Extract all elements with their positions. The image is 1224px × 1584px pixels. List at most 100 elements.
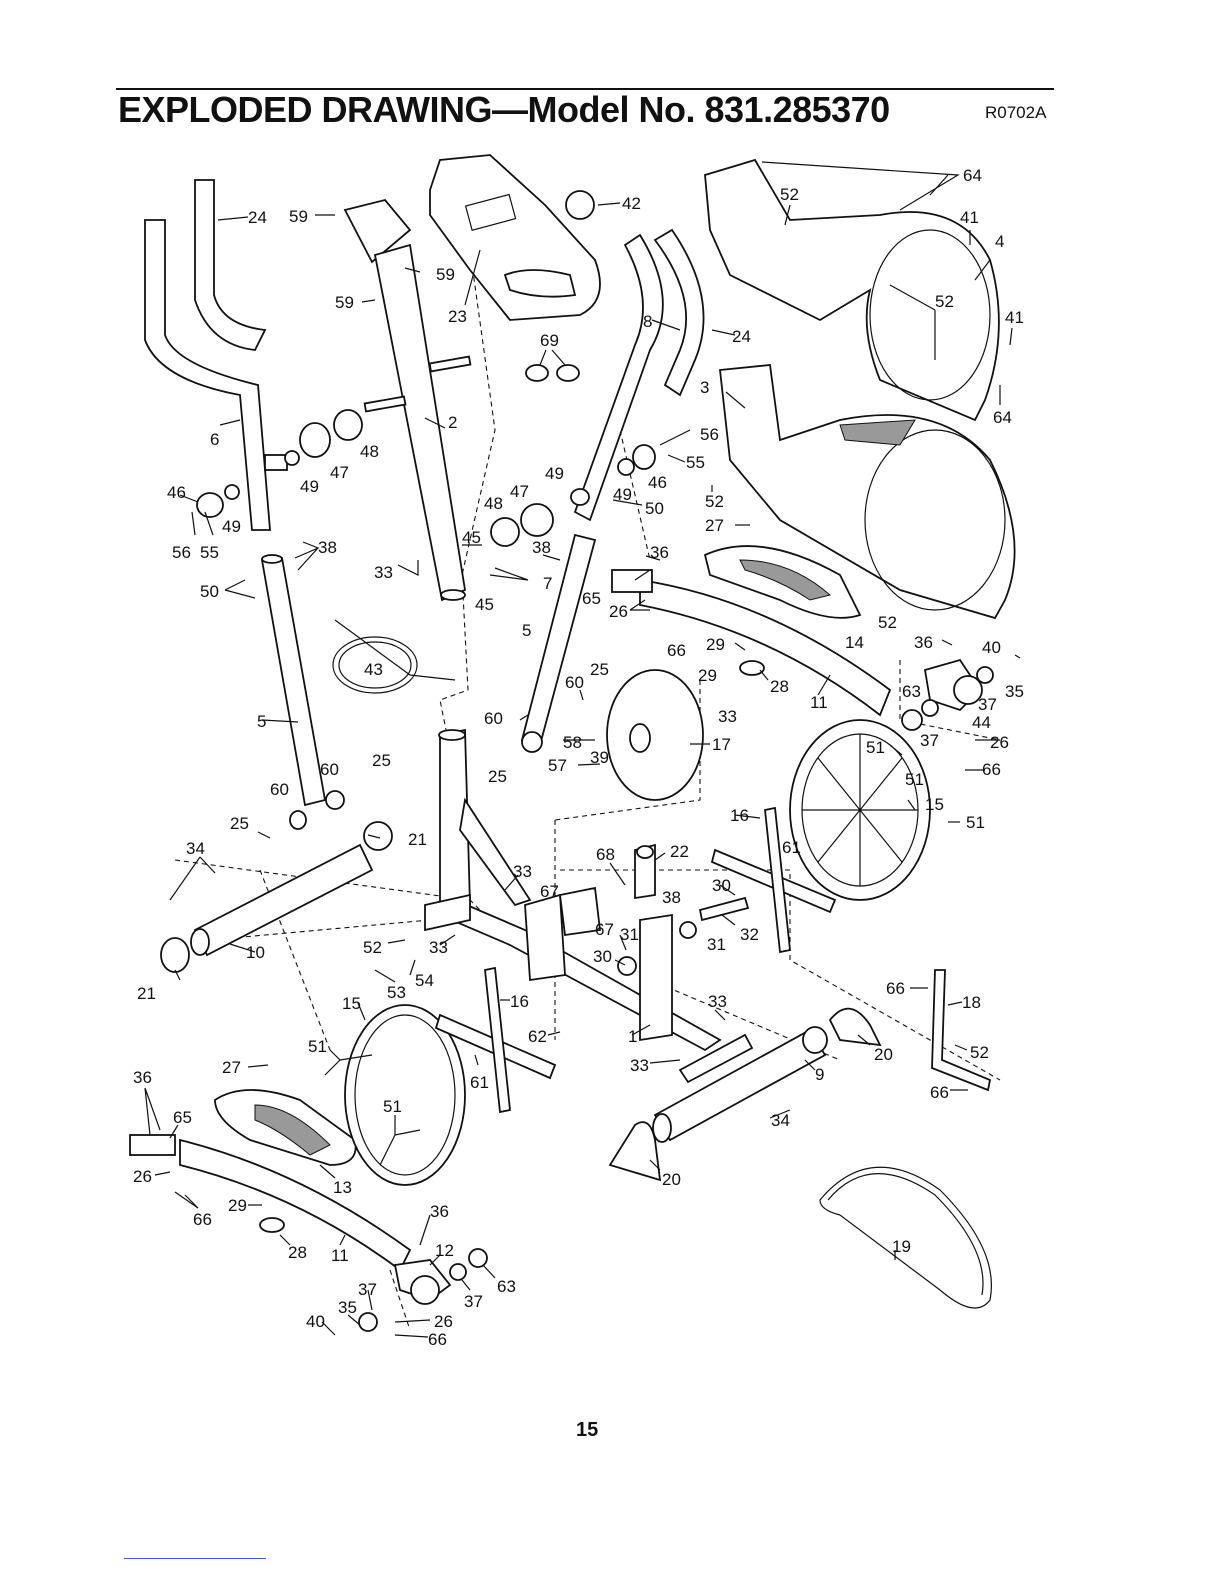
callout-26: 26 — [990, 733, 1009, 752]
callout-63: 63 — [902, 682, 921, 701]
part-14-right-pedal — [703, 545, 862, 619]
callout-31: 31 — [620, 925, 639, 944]
callout-24: 24 — [732, 327, 751, 346]
callout-51: 51 — [308, 1037, 327, 1056]
callout-49: 49 — [300, 477, 319, 496]
part-15-left-flywheel — [344, 1004, 466, 1186]
callout-51: 51 — [905, 770, 924, 789]
callout-43: 43 — [364, 660, 383, 679]
callout-66: 66 — [982, 760, 1001, 779]
callout-29: 29 — [698, 666, 717, 685]
callout-28: 28 — [770, 677, 789, 696]
callout-50: 50 — [200, 582, 219, 601]
page-number: 15 — [576, 1419, 599, 1441]
callout-48: 48 — [360, 442, 379, 461]
callout-21: 21 — [408, 830, 427, 849]
callout-12: 12 — [435, 1241, 454, 1260]
callout-38: 38 — [532, 538, 551, 557]
callout-11: 11 — [810, 693, 828, 712]
callout-3: 3 — [700, 378, 709, 397]
part-43-cable — [332, 619, 456, 694]
callout-36: 36 — [133, 1068, 152, 1087]
callout-46: 46 — [167, 483, 186, 502]
footnote-rule — [124, 1558, 266, 1559]
part-69-knobs — [525, 364, 580, 382]
callout-leader-lines — [144, 161, 1021, 1338]
callout-15: 15 — [342, 994, 361, 1013]
callout-51: 51 — [966, 813, 985, 832]
header-rule — [116, 88, 1054, 90]
part-28-pedal-arm-feet — [259, 660, 765, 1233]
part-13-left-pedal — [214, 1089, 357, 1166]
callout-33: 33 — [718, 707, 737, 726]
callout-18: 18 — [962, 993, 981, 1012]
part-12-crank-assembly-left — [358, 1248, 488, 1332]
callout-4: 4 — [995, 232, 1004, 251]
callout-32: 32 — [740, 925, 759, 944]
callout-29: 29 — [706, 635, 725, 654]
callout-labels: 24 59 59 59 42 23 69 8 24 64 52 41 4 52 … — [133, 166, 1024, 1349]
callout-45: 45 — [475, 595, 494, 614]
callout-37: 37 — [978, 695, 997, 714]
callout-34: 34 — [771, 1111, 790, 1130]
callout-37: 37 — [920, 731, 939, 750]
callout-26: 26 — [609, 602, 628, 621]
callout-46: 46 — [648, 473, 667, 492]
callout-66: 66 — [667, 641, 686, 660]
callout-62: 62 — [528, 1027, 547, 1046]
callout-64: 64 — [993, 408, 1012, 427]
callout-38: 38 — [318, 538, 337, 557]
callout-38: 38 — [662, 888, 681, 907]
callout-60: 60 — [565, 673, 584, 692]
part-24-left-handlebar-grip — [194, 179, 267, 351]
part-67-bracket — [559, 886, 601, 937]
callout-35: 35 — [1005, 682, 1024, 701]
pivot-bushings — [196, 409, 656, 547]
part-16-crossbar-left — [434, 966, 557, 1114]
callout-22: 22 — [670, 842, 689, 861]
callout-14: 14 — [845, 633, 864, 652]
part-5-left-lower-arm — [260, 554, 345, 830]
callout-31: 31 — [707, 935, 726, 954]
part-2-upright-tube — [343, 198, 472, 602]
callout-61: 61 — [470, 1073, 489, 1092]
callout-5: 5 — [522, 621, 531, 640]
callout-37: 37 — [358, 1280, 377, 1299]
callout-47: 47 — [510, 482, 529, 501]
callout-20: 20 — [662, 1170, 681, 1189]
part-10-front-stabilizer — [160, 821, 393, 973]
page-title: EXPLODED DRAWING—Model No. 831.285370 — [118, 89, 890, 130]
part-22-bracket — [634, 843, 656, 900]
callout-33: 33 — [429, 938, 448, 957]
callout-54: 54 — [415, 971, 434, 990]
callout-24: 24 — [248, 208, 267, 227]
callout-25: 25 — [590, 660, 609, 679]
callout-52: 52 — [878, 613, 897, 632]
callout-40: 40 — [982, 638, 1001, 657]
callout-65: 65 — [173, 1108, 192, 1127]
callout-2: 2 — [448, 413, 457, 432]
callout-66: 66 — [886, 979, 905, 998]
part-5-right-lower-arm — [520, 533, 597, 753]
callout-26: 26 — [133, 1167, 152, 1186]
callout-39: 39 — [590, 748, 609, 767]
callout-5: 5 — [257, 712, 266, 731]
callout-52: 52 — [970, 1043, 989, 1062]
part-19-drive-belt — [819, 1166, 992, 1309]
callout-55: 55 — [686, 453, 705, 472]
callout-16: 16 — [730, 806, 749, 825]
callout-7: 7 — [543, 574, 552, 593]
callout-17: 17 — [712, 735, 731, 754]
callout-13: 13 — [333, 1178, 352, 1197]
callout-36: 36 — [430, 1202, 449, 1221]
callout-27: 27 — [222, 1058, 241, 1077]
callout-60: 60 — [320, 760, 339, 779]
callout-10: 10 — [246, 943, 265, 962]
part-32-axle — [617, 896, 750, 976]
callout-36: 36 — [650, 543, 669, 562]
callout-64: 64 — [963, 166, 982, 185]
part-4-right-shroud — [704, 158, 1000, 422]
callout-44: 44 — [972, 713, 991, 732]
callout-60: 60 — [484, 709, 503, 728]
callout-28: 28 — [288, 1243, 307, 1262]
